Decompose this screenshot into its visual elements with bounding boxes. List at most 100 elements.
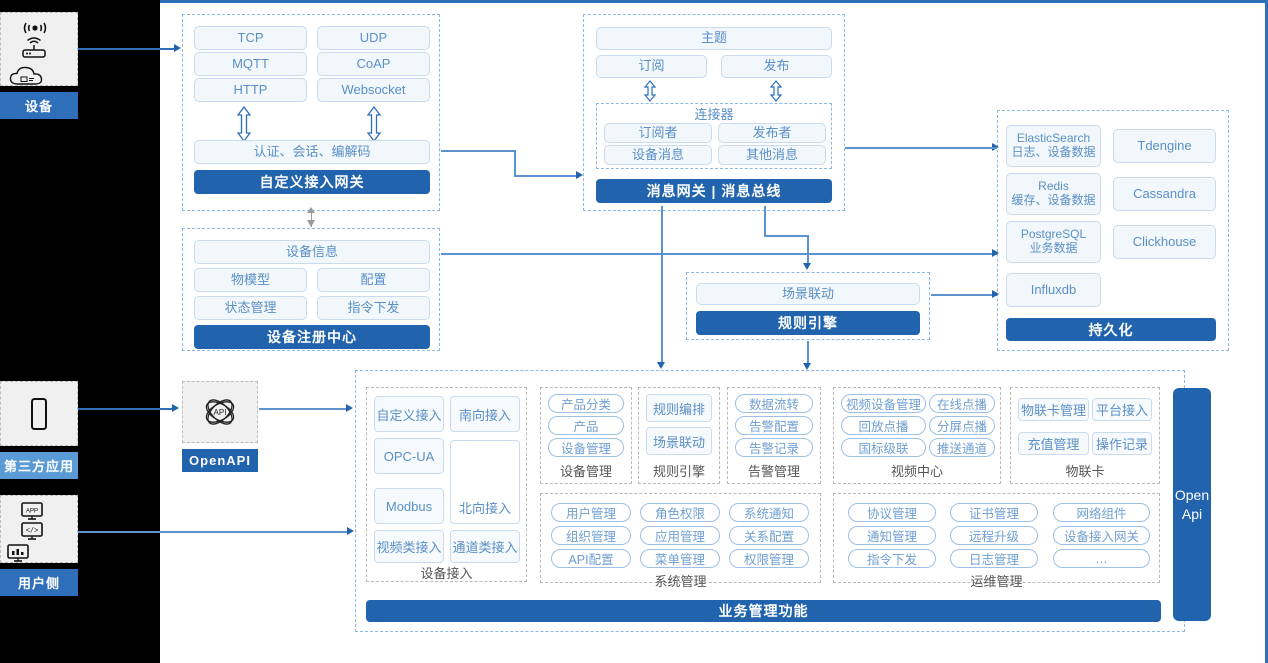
api-atom-icon: API <box>198 392 242 432</box>
line-gateway-registry <box>311 212 312 227</box>
device-mgmt-caption: 设备管理 <box>559 463 612 479</box>
line-thirdparty-to-openapi <box>78 408 174 410</box>
device-mgmt-product-category[interactable]: 产品分类 <box>548 394 624 413</box>
gateway-protocol-coap[interactable]: CoAP <box>317 52 430 76</box>
gateway-protocol-tcp[interactable]: TCP <box>194 26 307 50</box>
gateway-bar[interactable]: 自定义接入网关 <box>194 170 430 194</box>
video-playback[interactable]: 回放点播 <box>841 416 926 435</box>
persistence-influxdb[interactable]: Influxdb <box>1006 273 1101 307</box>
gateway-protocol-websocket[interactable]: Websocket <box>317 78 430 102</box>
registry-thing-model[interactable]: 物模型 <box>194 268 307 292</box>
device-access-opcua[interactable]: OPC-UA <box>374 438 444 474</box>
message-subscribe[interactable]: 订阅 <box>596 55 707 78</box>
connector-subscriber[interactable]: 订阅者 <box>604 123 712 143</box>
svg-text:APP: APP <box>26 509 38 515</box>
sys-org-mgmt[interactable]: 组织管理 <box>551 526 631 545</box>
persistence-redis-desc: 缓存、设备数据 <box>1011 193 1096 207</box>
device-mgmt-product[interactable]: 产品 <box>548 416 624 435</box>
sys-perm-mgmt[interactable]: 权限管理 <box>729 549 809 568</box>
video-online-vod[interactable]: 在线点播 <box>929 394 995 413</box>
line-bus-to-rule-h <box>764 235 808 237</box>
device-access-modbus[interactable]: Modbus <box>374 488 444 524</box>
persistence-cassandra[interactable]: Cassandra <box>1113 177 1216 211</box>
connector-publisher[interactable]: 发布者 <box>718 123 826 143</box>
gateway-auth-session-codec[interactable]: 认证、会话、编解码 <box>194 140 430 164</box>
registry-command[interactable]: 指令下发 <box>317 296 430 320</box>
rule-engine-group <box>686 272 930 340</box>
connector-other-message[interactable]: 其他消息 <box>718 145 826 165</box>
system-mgmt-group <box>540 493 821 583</box>
persistence-tdengine[interactable]: Tdengine <box>1113 129 1216 163</box>
ops-notify-mgmt[interactable]: 通知管理 <box>848 526 936 545</box>
rule-engine-bar[interactable]: 规则引擎 <box>696 311 920 335</box>
mobile-phone-icon <box>28 397 50 431</box>
video-push-channel[interactable]: 推送通道 <box>929 438 995 457</box>
business-bar[interactable]: 业务管理功能 <box>366 600 1161 622</box>
ops-cert-mgmt[interactable]: 证书管理 <box>950 503 1038 522</box>
ops-remote-upgrade[interactable]: 远程升级 <box>950 526 1038 545</box>
alarm-config[interactable]: 告警配置 <box>735 416 813 435</box>
device-access-custom[interactable]: 自定义接入 <box>374 396 444 432</box>
ops-command-issue[interactable]: 指令下发 <box>848 549 936 568</box>
video-split-screen[interactable]: 分屏点播 <box>929 416 995 435</box>
ops-log-mgmt[interactable]: 日志管理 <box>950 549 1038 568</box>
iot-operation-log[interactable]: 操作记录 <box>1092 432 1152 455</box>
device-mgmt-device-mgmt[interactable]: 设备管理 <box>548 438 624 457</box>
arrow-rule-to-business <box>802 363 811 370</box>
sys-role-perm[interactable]: 角色权限 <box>640 503 720 522</box>
sys-menu-mgmt[interactable]: 菜单管理 <box>640 549 720 568</box>
persistence-redis[interactable]: Redis 缓存、设备数据 <box>1006 173 1101 215</box>
ops-protocol-mgmt[interactable]: 协议管理 <box>848 503 936 522</box>
device-access-channel[interactable]: 通道类接入 <box>450 530 520 563</box>
message-topic[interactable]: 主题 <box>596 27 832 50</box>
gateway-protocol-http[interactable]: HTTP <box>194 78 307 102</box>
arrow-device-to-gateway <box>174 43 181 52</box>
ops-network-comp[interactable]: 网络组件 <box>1053 503 1150 522</box>
sys-relation-cfg[interactable]: 关系配置 <box>729 526 809 545</box>
message-double-arrow-left <box>643 80 657 102</box>
rule-scene-linkage[interactable]: 场景联动 <box>646 427 712 455</box>
message-publish[interactable]: 发布 <box>721 55 832 78</box>
video-gb-cascade[interactable]: 国标级联 <box>841 438 926 457</box>
sys-user-mgmt[interactable]: 用户管理 <box>551 503 631 522</box>
message-bus-bar[interactable]: 消息网关 | 消息总线 <box>596 179 832 203</box>
persistence-postgresql[interactable]: PostgreSQL 业务数据 <box>1006 221 1101 263</box>
iot-platform-access[interactable]: 平台接入 <box>1092 398 1152 421</box>
device-access-video[interactable]: 视频类接入 <box>374 530 444 563</box>
device-access-northbound[interactable]: 北向接入 <box>450 440 520 524</box>
sys-app-mgmt[interactable]: 应用管理 <box>640 526 720 545</box>
gateway-protocol-udp[interactable]: UDP <box>317 26 430 50</box>
sys-notification[interactable]: 系统通知 <box>729 503 809 522</box>
registry-config[interactable]: 配置 <box>317 268 430 292</box>
user-side-icon-box: APP </> <box>0 495 78 563</box>
ops-device-gateway[interactable]: 设备接入网关 <box>1053 526 1150 545</box>
message-double-arrow-right <box>769 80 783 102</box>
actor-user-side-caption: 用户侧 <box>0 569 78 596</box>
registry-bar[interactable]: 设备注册中心 <box>194 325 430 349</box>
iot-card-mgmt[interactable]: 物联卡管理 <box>1018 398 1089 421</box>
registry-device-info[interactable]: 设备信息 <box>194 240 430 264</box>
connector-title: 连接器 <box>694 106 734 122</box>
persistence-bar[interactable]: 持久化 <box>1006 318 1216 341</box>
iot-card-caption: 物联卡 <box>1065 463 1105 479</box>
device-access-southbound[interactable]: 南向接入 <box>450 396 520 432</box>
alarm-data-flow[interactable]: 数据流转 <box>735 394 813 413</box>
alarm-record[interactable]: 告警记录 <box>735 438 813 457</box>
iot-recharge-mgmt[interactable]: 充值管理 <box>1018 432 1089 455</box>
gateway-protocol-mqtt[interactable]: MQTT <box>194 52 307 76</box>
registry-state-mgmt[interactable]: 状态管理 <box>194 296 307 320</box>
video-device-mgmt[interactable]: 视频设备管理 <box>841 394 926 413</box>
sys-api-config[interactable]: API配置 <box>551 549 631 568</box>
ops-mgmt-caption: 运维管理 <box>970 573 1023 589</box>
arrow-gateway-registry-down <box>307 220 315 227</box>
persistence-elasticsearch[interactable]: ElasticSearch 日志、设备数据 <box>1006 125 1101 167</box>
persistence-clickhouse[interactable]: Clickhouse <box>1113 225 1216 259</box>
openapi-side-bar[interactable]: Open Api <box>1173 388 1211 621</box>
rule-orchestration[interactable]: 规则编排 <box>646 394 712 422</box>
ops-more[interactable]: … <box>1053 549 1150 568</box>
arrow-gateway-to-message <box>576 170 583 179</box>
rule-engine-scene-linkage[interactable]: 场景联动 <box>696 283 920 305</box>
rule-engine-bottom-group <box>638 387 720 484</box>
connector-device-message[interactable]: 设备消息 <box>604 145 712 165</box>
